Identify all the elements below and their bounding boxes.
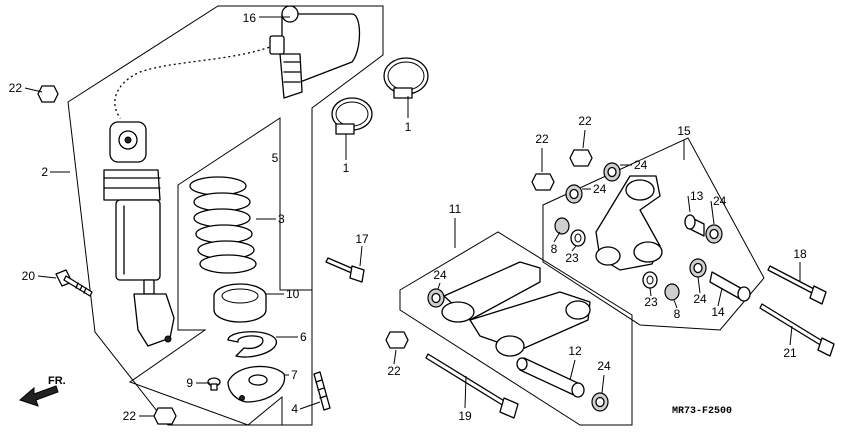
callout-c24b: 24 <box>593 182 607 196</box>
seal-8-a <box>554 217 570 235</box>
shock-arm <box>441 261 591 357</box>
callout-c18: 18 <box>793 247 807 261</box>
dust-seal-24-f <box>591 392 609 412</box>
callout-c23a: 23 <box>565 251 579 265</box>
callout-c24d: 24 <box>433 268 447 282</box>
shock-absorber <box>103 43 277 347</box>
dust-seal-24-e <box>689 258 707 278</box>
arm-group-outline <box>399 231 633 426</box>
callout-c22b: 22 <box>123 409 137 423</box>
callout-c9: 9 <box>186 376 193 390</box>
callout-c8a: 8 <box>551 242 558 256</box>
callout-c24a: 24 <box>634 158 648 172</box>
callout-c5: 5 <box>272 151 279 165</box>
reservoir-tank <box>269 5 361 99</box>
callout-c20: 20 <box>22 269 36 283</box>
callout-c7: 7 <box>291 368 298 382</box>
spring-adjuster-ring <box>213 283 267 323</box>
callout-c6: 6 <box>300 330 307 344</box>
nut-22-c <box>531 173 555 191</box>
bolt-19 <box>425 353 519 419</box>
callout-c22a: 22 <box>9 81 23 95</box>
callout-c16: 16 <box>243 11 257 25</box>
dust-seal-24-d <box>427 288 445 308</box>
shock-mount-bolt-upper <box>55 269 93 297</box>
spring-stopper <box>227 331 277 358</box>
callout-c15: 15 <box>677 124 691 138</box>
bearing-23-b <box>642 271 658 289</box>
callout-c12: 12 <box>568 344 582 358</box>
collar-12 <box>516 357 585 398</box>
callout-c22e: 22 <box>387 364 401 378</box>
leader-lines <box>24 16 801 417</box>
callout-c4: 4 <box>291 402 298 416</box>
hose-clamp-lower <box>331 97 373 135</box>
callout-c21: 21 <box>783 346 797 360</box>
bolt-17 <box>325 257 365 283</box>
nut-22-a <box>37 85 59 103</box>
callout-c24e: 24 <box>693 292 707 306</box>
collar-13 <box>684 214 705 237</box>
front-label: FR. <box>48 375 66 387</box>
callout-c3: 3 <box>278 212 285 226</box>
seal-8-b <box>664 283 680 301</box>
bolt-18 <box>767 265 827 305</box>
callout-c14: 14 <box>711 305 725 319</box>
callout-c1b: 1 <box>343 161 350 175</box>
callout-c24f: 24 <box>597 359 611 373</box>
diagram-code: MR73-F2500 <box>672 406 732 417</box>
callout-c23b: 23 <box>644 295 658 309</box>
spring-group-outline <box>128 117 313 426</box>
callout-c8b: 8 <box>674 307 681 321</box>
front-arrow-icon <box>19 385 59 407</box>
callout-c17: 17 <box>355 232 369 246</box>
callout-c13: 13 <box>690 189 704 203</box>
callout-c22d: 22 <box>578 114 592 128</box>
dust-seal-24-a <box>603 162 621 182</box>
bolt-21 <box>759 303 835 357</box>
bearing-23-a <box>570 229 586 247</box>
callout-c1a: 1 <box>405 120 412 134</box>
callout-c19: 19 <box>458 409 472 423</box>
nut-22-d <box>569 149 593 167</box>
dust-seal-24-c <box>705 224 723 244</box>
stopper-plate <box>227 365 286 403</box>
callout-c10: 10 <box>286 287 300 301</box>
front-direction-indicator: FR. <box>19 375 66 407</box>
shock-spring <box>189 176 257 274</box>
hose-clamp-upper <box>383 57 429 99</box>
link-group-outline <box>542 137 765 331</box>
small-bolt <box>207 377 221 391</box>
shock-link <box>595 175 663 271</box>
callout-c24c: 24 <box>713 194 727 208</box>
collar-14 <box>709 271 751 302</box>
dust-seal-24-b <box>565 184 583 204</box>
nut-22-b <box>153 407 177 425</box>
nut-22-e <box>385 331 409 349</box>
callout-c22c: 22 <box>535 132 549 146</box>
dowel-pin <box>313 371 331 411</box>
callout-c2: 2 <box>41 165 48 179</box>
callout-c11: 11 <box>449 202 462 216</box>
